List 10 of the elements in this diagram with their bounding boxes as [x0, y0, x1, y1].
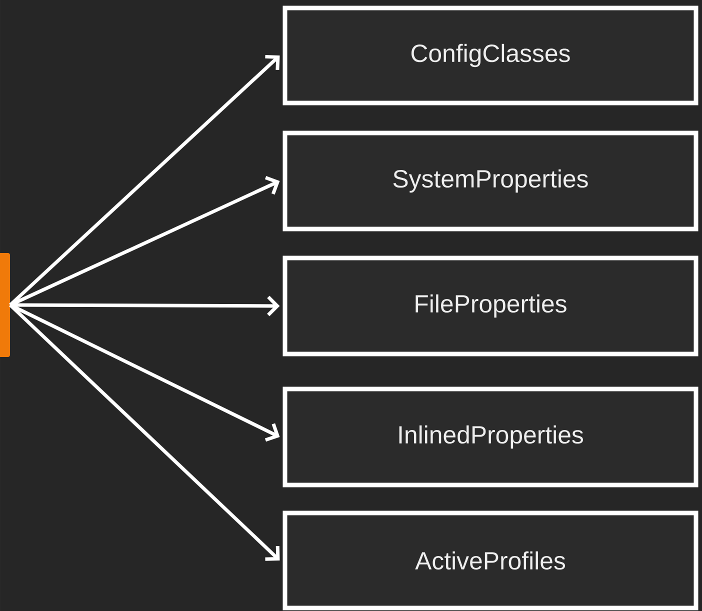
label-box: SystemProperties [282, 130, 698, 232]
arrow [9, 303, 280, 442]
label-box: FileProperties [282, 256, 698, 356]
arrow [9, 304, 280, 561]
side-bar [0, 253, 10, 357]
label-box: ActiveProfiles [282, 510, 698, 610]
arrow [9, 176, 280, 307]
label-box: InlinedProperties [282, 386, 698, 488]
arrow [9, 54, 280, 306]
label-box: ConfigClasses [282, 6, 698, 106]
